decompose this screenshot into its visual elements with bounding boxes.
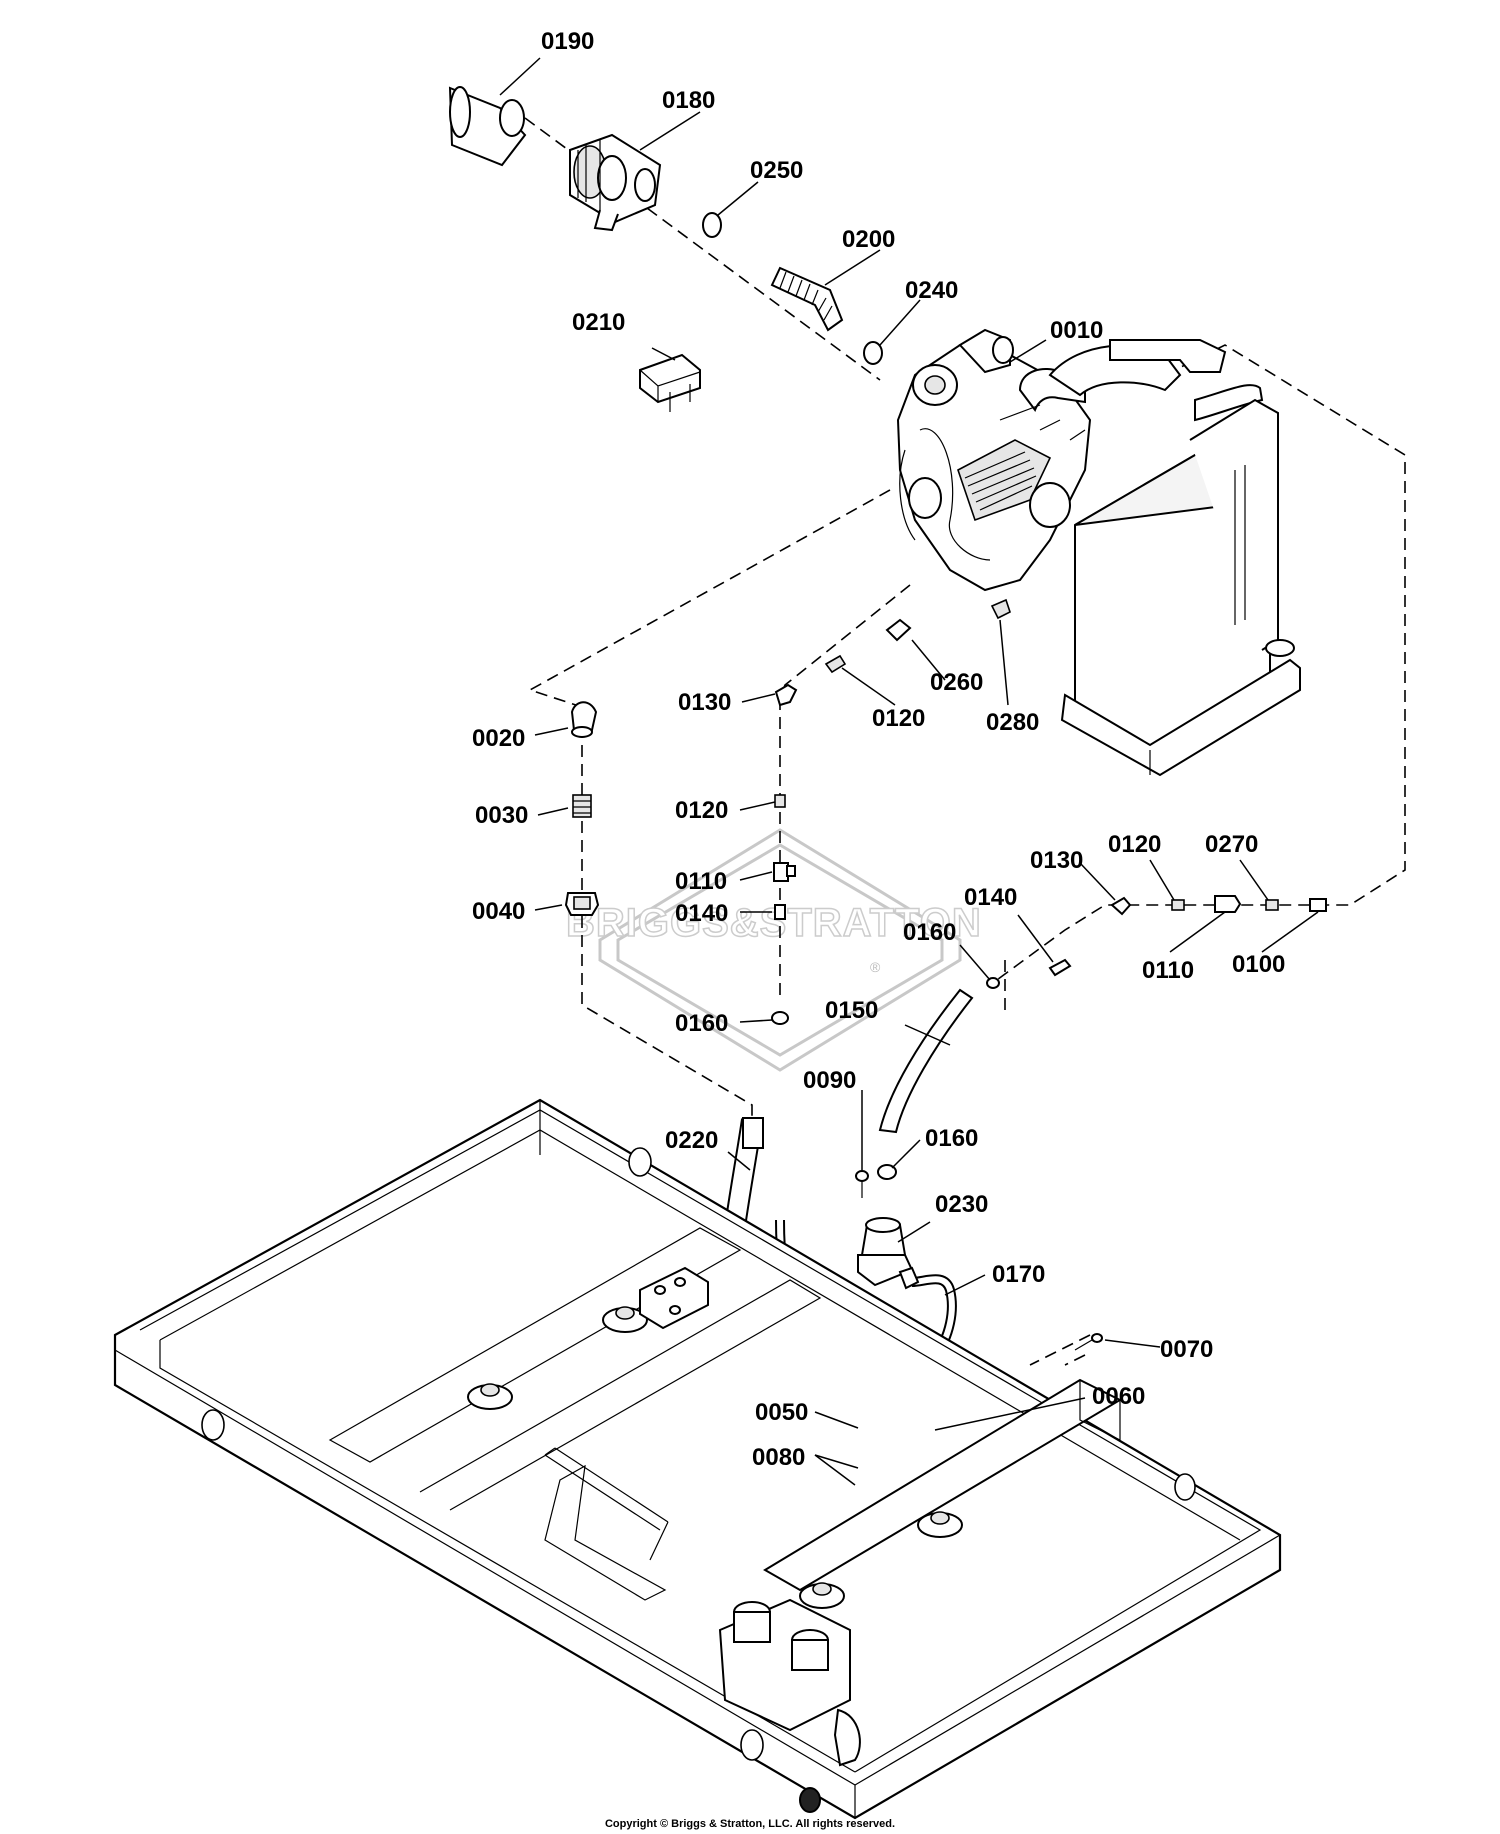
briggs-stratton-watermark: BRIGGS&STRATTON ® xyxy=(565,828,982,1072)
elbow-0020 xyxy=(570,701,598,738)
fitting-0120-right xyxy=(1171,899,1185,911)
screw-0090 xyxy=(855,1170,869,1198)
callout-labels: 0190 0180 0250 0200 0240 0210 0010 0260 … xyxy=(472,28,1285,1471)
callout-0220: 0220 xyxy=(665,1127,718,1154)
fitting-0280 xyxy=(990,598,1011,620)
elbow-0130-right xyxy=(1110,896,1132,916)
fuel-hose-0150 xyxy=(878,988,974,1134)
vibration-isolator-mounts xyxy=(467,1306,963,1609)
callout-0120-middle: 0120 xyxy=(675,797,728,824)
fitting-0260 xyxy=(885,618,912,642)
callout-0200: 0200 xyxy=(842,226,895,253)
frame-support-strap xyxy=(544,1447,669,1561)
dual-fuel-solenoid-valves xyxy=(718,1598,861,1767)
engine-assembly xyxy=(896,328,1264,592)
fitting-0040 xyxy=(564,892,600,916)
callout-0120-right: 0120 xyxy=(1108,831,1161,858)
callout-0190: 0190 xyxy=(541,28,594,55)
frame-mounting-holes xyxy=(201,1147,1196,1813)
fitting-0030 xyxy=(572,794,592,818)
hose-clamp xyxy=(702,212,883,365)
watermark-registered-mark: ® xyxy=(870,959,881,975)
callout-0230: 0230 xyxy=(935,1191,988,1218)
ferrule-0160-right xyxy=(986,977,1000,989)
callout-0140-middle: 0140 xyxy=(675,900,728,927)
callout-0070: 0070 xyxy=(1160,1336,1213,1363)
callout-0130-upper: 0130 xyxy=(678,689,731,716)
callout-0080: 0080 xyxy=(752,1444,805,1471)
intake-hose xyxy=(770,266,844,332)
air-filter-element xyxy=(448,86,527,167)
callout-0250: 0250 xyxy=(750,157,803,184)
callout-0170: 0170 xyxy=(992,1261,1045,1288)
fitting-0120-upper xyxy=(824,654,847,674)
callout-0120-upper: 0120 xyxy=(872,705,925,732)
callout-0160-middle: 0160 xyxy=(675,1010,728,1037)
callout-0020: 0020 xyxy=(472,725,525,752)
ferrule-0160-lower xyxy=(877,1164,897,1180)
callout-0210: 0210 xyxy=(572,309,625,336)
tee-0110-right xyxy=(1214,895,1242,913)
callout-0160-right: 0160 xyxy=(903,919,956,946)
callout-0010: 0010 xyxy=(1050,317,1103,344)
callout-0240: 0240 xyxy=(905,277,958,304)
tee-0110-middle xyxy=(773,862,796,882)
callout-0280: 0280 xyxy=(986,709,1039,736)
callout-0100: 0100 xyxy=(1232,951,1285,978)
callout-0180: 0180 xyxy=(662,87,715,114)
fuel-filter-0230 xyxy=(857,1217,920,1290)
callout-0260: 0260 xyxy=(930,669,983,696)
callout-0030: 0030 xyxy=(475,802,528,829)
fitting-0120-middle xyxy=(774,794,786,808)
callout-0160-lower: 0160 xyxy=(925,1125,978,1152)
base-frame xyxy=(113,1098,1282,1820)
callout-0130-right: 0130 xyxy=(1030,847,1083,874)
fitting-0100 xyxy=(1309,898,1327,912)
fitting-0140-middle xyxy=(774,904,786,920)
callout-0150: 0150 xyxy=(825,997,878,1024)
fitting-0270 xyxy=(1265,899,1279,911)
callout-0090: 0090 xyxy=(803,1067,856,1094)
callout-0270: 0270 xyxy=(1205,831,1258,858)
callout-0060: 0060 xyxy=(1092,1383,1145,1410)
callout-0140-right: 0140 xyxy=(964,884,1017,911)
callout-0050: 0050 xyxy=(755,1399,808,1426)
callout-0110-right: 0110 xyxy=(1142,957,1194,984)
ferrule-0160-middle xyxy=(771,1011,789,1025)
copyright-notice: Copyright © Briggs & Stratton, LLC. All … xyxy=(604,1818,896,1830)
callout-leader-lines xyxy=(499,57,1319,1486)
bolt-0070 xyxy=(1074,1333,1103,1351)
relay-module xyxy=(639,353,701,412)
fitting-0140-right xyxy=(1048,958,1072,977)
elbow-0130-upper xyxy=(774,683,798,707)
radiator xyxy=(1060,398,1301,777)
callout-0040: 0040 xyxy=(472,898,525,925)
junction-box xyxy=(639,1266,709,1330)
air-cleaner-housing xyxy=(569,133,662,232)
watermark-brand: BRIGGS&STRATTON xyxy=(566,901,982,945)
callout-0110-middle: 0110 xyxy=(675,868,727,895)
